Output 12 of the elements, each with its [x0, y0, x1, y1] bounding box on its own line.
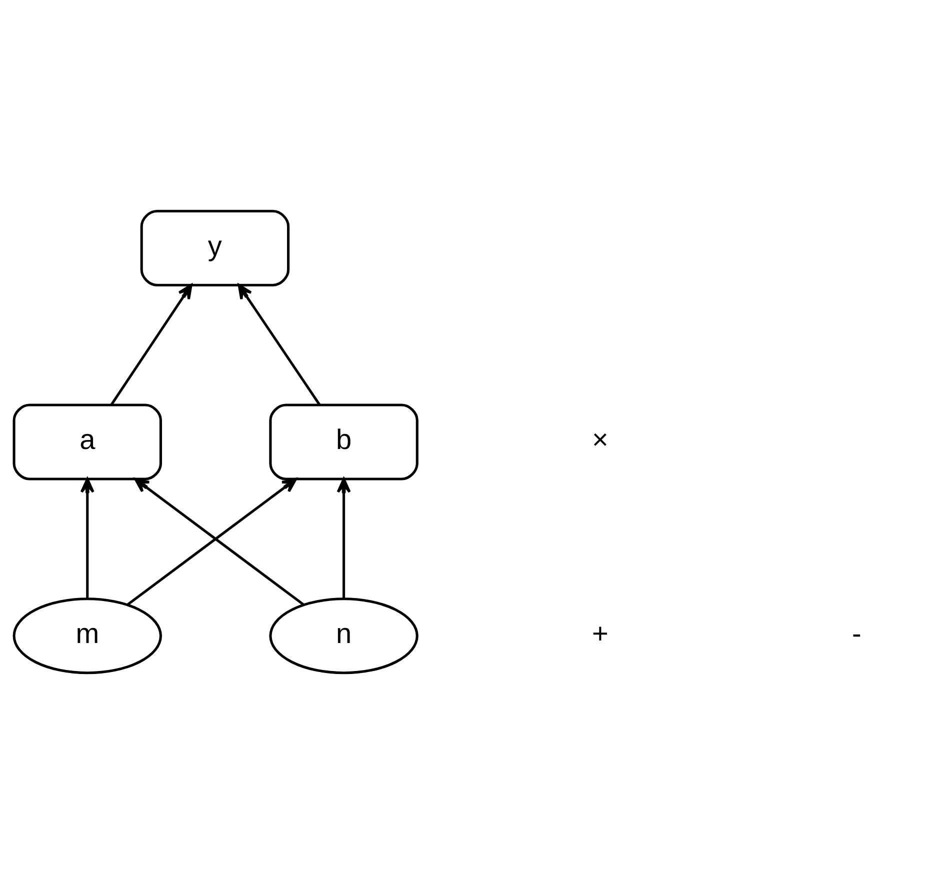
node-box: y: [140, 210, 290, 286]
label: -: [852, 618, 862, 650]
arrow: [80, 478, 94, 599]
arrow: [238, 284, 321, 406]
node-ellipse: n: [269, 598, 418, 674]
label: +: [592, 618, 608, 650]
node-box: a: [12, 404, 162, 480]
arrow: [110, 284, 192, 406]
node-box: b: [269, 404, 418, 480]
label: ×: [592, 424, 608, 456]
arrow: [336, 478, 351, 599]
node-ellipse: m: [12, 598, 162, 674]
